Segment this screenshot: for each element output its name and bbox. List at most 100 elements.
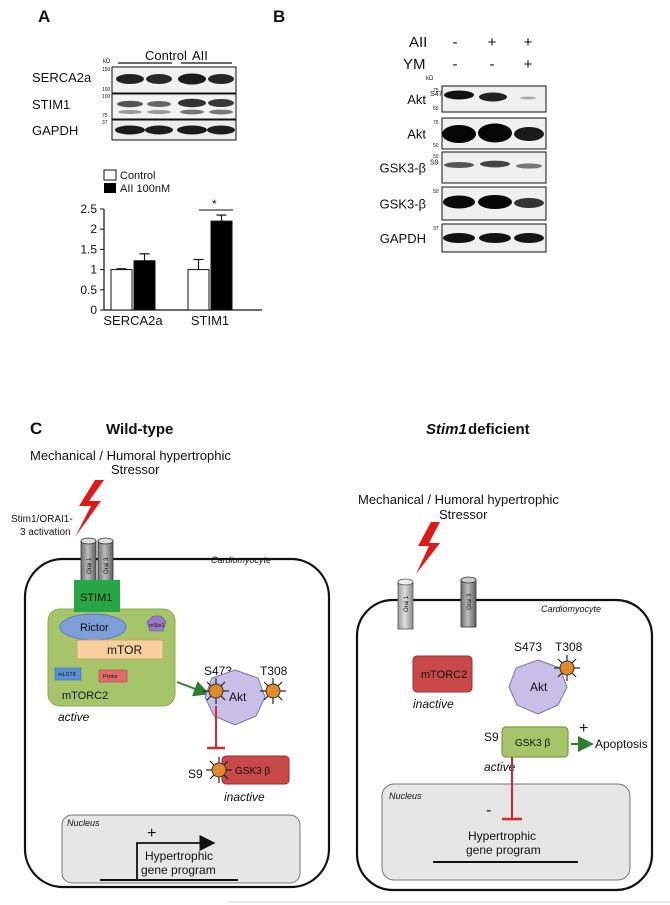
blot-b-marker: 50	[433, 106, 439, 112]
wt-cell-label: Cardiomyocyte	[211, 555, 271, 565]
x-tick-label: STIM1	[191, 313, 229, 328]
blot-b-band	[478, 195, 512, 209]
wt-stressor-line2: Stressor	[111, 462, 160, 477]
def-gsk3b	[501, 726, 569, 758]
def-cell-label: Cardiomyocyte	[541, 604, 601, 614]
blot-a-serca2a	[111, 66, 237, 94]
treatment-sign: +	[488, 34, 497, 51]
wt-stim1-box	[74, 580, 120, 612]
def-apoptosis-label: Apoptosis	[595, 737, 648, 751]
blot-a-row-label: GAPDH	[32, 123, 78, 138]
wt-stressor-line1: Mechanical / Humoral hypertrophic	[30, 448, 231, 463]
wt-plus-sign: +	[147, 825, 156, 842]
blot-a-marker: 100	[102, 87, 111, 93]
bar	[110, 269, 133, 311]
blot-b-band	[443, 233, 475, 243]
wt-title: Wild-type	[106, 421, 173, 438]
blot-b-band	[479, 92, 507, 102]
treatment-sign: -	[453, 34, 458, 51]
def-minus-sign: -	[486, 802, 491, 819]
wt-gsk3b-label: GSK3 β	[235, 766, 270, 777]
wt-akt-label: Akt	[229, 690, 247, 704]
blot-b-band	[516, 163, 542, 169]
chart-legend: Control AII 100nM	[103, 169, 170, 195]
wt-protor	[98, 669, 128, 683]
wt-mtor	[76, 639, 164, 660]
blot-a-header-control: Control	[145, 48, 187, 63]
blot-b-row-label: GSK3-β	[380, 161, 427, 176]
blot-a-row-label: STIM1	[32, 97, 70, 112]
wt-mtorc2-label: mTORC2	[62, 690, 108, 702]
blot-b-marker: 75	[433, 120, 439, 126]
wt-mlst8-label: mLST8	[58, 672, 76, 678]
bar	[187, 269, 210, 311]
wt-nucleus-label: Nucleus	[67, 818, 100, 828]
blot-b-band	[443, 195, 475, 209]
blot-b-band	[444, 162, 474, 168]
blot-b-band	[480, 160, 510, 168]
wt-mtor-label: mTOR	[107, 643, 142, 657]
def-title-italic: Stim1	[426, 421, 467, 438]
blot-b-marker: 50	[433, 154, 439, 160]
treatment-label: YM	[403, 56, 426, 73]
y-tick-label: 0	[90, 303, 97, 317]
wt-activation-line1: Stim1/ORAI1-	[11, 514, 73, 525]
blot-b-marker: 50	[433, 143, 439, 149]
def-s9: S9	[484, 730, 499, 744]
def-active-label: active	[484, 760, 516, 774]
wt-activation-line2: 3 activation	[20, 527, 71, 538]
y-tick-label: 2	[90, 222, 97, 236]
blot-b-kd-label: kD	[426, 76, 434, 82]
significance-marker: *	[212, 197, 217, 211]
def-lightning-icon	[416, 522, 440, 574]
def-plus-sign: +	[579, 720, 588, 737]
y-tick-label: 0.5	[80, 283, 97, 297]
wt-msin1	[146, 615, 167, 632]
def-akt-label: Akt	[530, 680, 548, 694]
treatment-sign: +	[524, 34, 533, 51]
def-gsk3b-label: GSK3 β	[515, 738, 550, 749]
blot-b-row-label: GSK3-β	[380, 197, 427, 212]
blot-a-header-aii: AII	[192, 48, 208, 63]
blot-b-band	[478, 123, 512, 143]
blot-a-gapdh	[111, 119, 237, 141]
blot-a-marker: 150	[102, 67, 111, 73]
def-gene-line2: gene program	[466, 843, 541, 857]
wt-nucleus	[61, 814, 301, 884]
def-orai1-label: Orai 1	[404, 595, 410, 612]
y-tick-label: 1.5	[80, 242, 97, 256]
wt-protor-label: Protor	[103, 674, 118, 680]
blot-b-marker: 50	[433, 189, 439, 195]
blot-b-band	[514, 233, 544, 243]
treatment-sign: -	[490, 56, 495, 73]
panel-b-letter: B	[273, 7, 285, 26]
wt-active-label: active	[58, 710, 90, 724]
blot-a-marker: 37	[102, 120, 108, 126]
blot-a-stim1	[111, 93, 237, 120]
legend-swatch-control	[103, 169, 117, 181]
def-orai3-channel: Orai 3	[460, 576, 477, 628]
blot-b-band	[520, 96, 536, 100]
blot-a-row-label: SERCA2a	[32, 70, 92, 85]
wt-orai1-channel: Orai 1	[80, 537, 97, 592]
def-nucleus-label: Nucleus	[389, 791, 422, 801]
treatment-sign: -	[453, 56, 458, 73]
wt-mlst8	[54, 667, 82, 681]
blot-b-marker: 75	[433, 88, 439, 94]
blot-b-band	[514, 198, 544, 208]
def-stressor-line1: Mechanical / Humoral hypertrophic	[358, 492, 559, 507]
def-inactive-label: inactive	[413, 697, 454, 711]
bar	[133, 260, 156, 311]
legend-label-aii: AII 100nM	[120, 183, 170, 195]
wt-t308: T308	[260, 664, 288, 678]
def-title-rest: deficient	[468, 421, 530, 438]
panel-c-letter: C	[30, 419, 42, 438]
wt-gene-line2: gene program	[141, 863, 216, 877]
wt-msin1-label: mSin1	[149, 623, 165, 629]
wt-mtorc2-complex: STIM1 Rictor mSin1 mTOR mLST8 Protor mTO…	[47, 580, 176, 707]
treatment-sign: +	[524, 56, 533, 73]
blot-b-band	[442, 125, 476, 143]
